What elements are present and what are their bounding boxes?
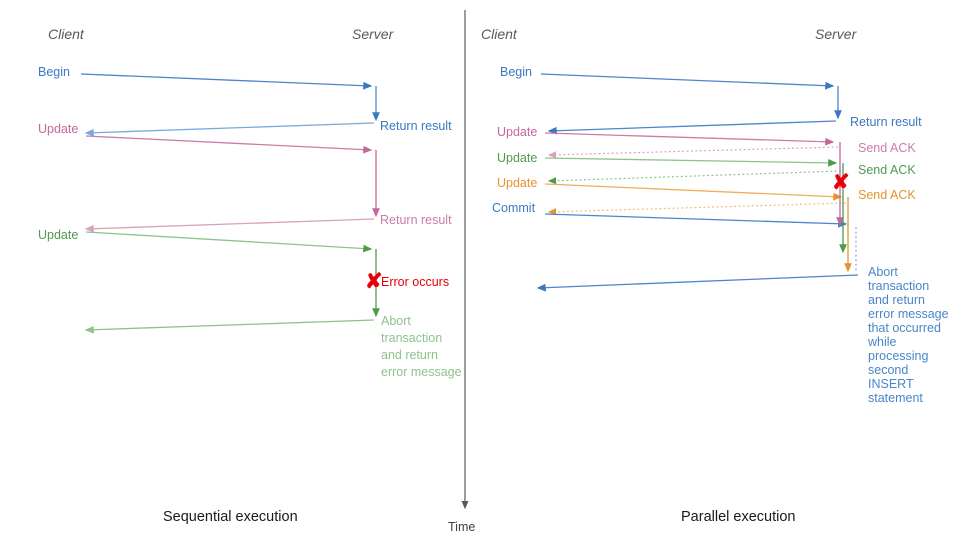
right-panel: Client Server Begin Return result Update [481, 26, 952, 525]
left-abort-line-2: and return [381, 348, 438, 362]
right-abort-line-0: Abort [868, 265, 898, 279]
left-message-return-result-2: Return result [84, 213, 452, 233]
right-message-send-ack-2-label: Send ACK [858, 163, 916, 177]
left-message-return-result-2-label: Return result [380, 213, 452, 227]
right-message-update-3-label: Update [497, 176, 537, 190]
left-error-label: Error occurs [381, 275, 449, 289]
right-arrow-abort [536, 274, 859, 292]
right-message-update-3: Update [497, 176, 843, 201]
right-message-return-result: Return result [547, 115, 922, 135]
right-message-send-ack-3: Send ACK [547, 188, 916, 216]
right-message-commit: Commit [492, 201, 848, 228]
right-arrow-begin [540, 73, 835, 90]
left-arrow-update-1 [85, 135, 373, 154]
right-abort-line-2: and return [868, 293, 925, 307]
right-abort-line-8: INSERT [868, 377, 914, 391]
right-message-return-result-label: Return result [850, 115, 922, 129]
right-abort-line-7: second [868, 363, 908, 377]
left-message-update-1-label: Update [38, 122, 78, 136]
left-abort-line-3: error message [381, 365, 462, 379]
left-message-return-result-1-label: Return result [380, 119, 452, 133]
right-arrow-send-ack-3 [547, 202, 847, 216]
left-abort-line-1: transaction [381, 331, 442, 345]
left-actor-server-label: Server [352, 26, 395, 42]
right-actor-server-label: Server [815, 26, 858, 42]
right-message-send-ack-3-label: Send ACK [858, 188, 916, 202]
right-arrow-update-1 [544, 132, 835, 146]
right-arrow-commit [544, 213, 848, 228]
right-abort-line-6: processing [868, 349, 928, 363]
right-message-abort: Abort transaction and return error messa… [536, 265, 952, 405]
left-message-begin: Begin [38, 65, 373, 90]
right-error-marker-group: ✘ [832, 171, 850, 194]
right-message-send-ack-2: Send ACK [547, 163, 916, 185]
left-error-marker-group: ✘ Error occurs [365, 270, 449, 293]
left-arrow-return-result-1 [84, 122, 375, 137]
left-message-return-result-1: Return result [84, 119, 452, 137]
time-axis-label: Time [448, 520, 475, 534]
left-panel: Client Server Begin Return result Update [38, 26, 462, 525]
left-error-x-icon: ✘ [365, 270, 383, 293]
left-arrow-begin [80, 73, 373, 90]
right-message-update-2: Update [497, 151, 838, 167]
left-message-begin-label: Begin [38, 65, 70, 79]
right-message-update-1: Update [497, 125, 835, 146]
right-message-begin-label: Begin [500, 65, 532, 79]
right-message-update-2-label: Update [497, 151, 537, 165]
left-arrow-return-result-2 [84, 218, 375, 233]
right-error-x-icon: ✘ [832, 171, 850, 194]
left-message-update-1: Update [38, 122, 373, 154]
right-arrow-return-result [547, 120, 837, 135]
left-actor-client-label: Client [48, 26, 85, 42]
right-abort-line-3: error message [868, 307, 949, 321]
right-arrow-update-3 [544, 183, 843, 201]
right-abort-line-5: while [867, 335, 897, 349]
right-abort-line-4: that occurred [868, 321, 941, 335]
right-actor-client-label: Client [481, 26, 518, 42]
left-arrow-update-2 [85, 231, 373, 253]
left-message-update-2-label: Update [38, 228, 78, 242]
right-message-send-ack-1-label: Send ACK [858, 141, 916, 155]
left-panel-caption: Sequential execution [163, 509, 298, 525]
right-panel-caption: Parallel execution [681, 509, 795, 525]
right-message-update-1-label: Update [497, 125, 537, 139]
left-message-abort: Abort transaction and return error messa… [84, 314, 462, 379]
right-message-commit-label: Commit [492, 201, 536, 215]
right-abort-line-1: transaction [868, 279, 929, 293]
right-abort-label: Abort transaction and return error messa… [867, 265, 952, 405]
right-arrow-update-2 [544, 157, 838, 167]
right-arrow-send-ack-1 [547, 146, 839, 159]
right-arrow-send-ack-2 [547, 170, 842, 185]
time-axis: Time [448, 10, 475, 534]
left-arrow-abort [84, 319, 375, 334]
right-abort-line-9: statement [868, 391, 923, 405]
right-message-begin: Begin [500, 65, 835, 90]
left-abort-label: Abort transaction and return error messa… [381, 314, 462, 379]
right-message-send-ack-1: Send ACK [547, 141, 916, 159]
left-abort-line-0: Abort [381, 314, 411, 328]
left-message-update-2: Update [38, 228, 373, 253]
